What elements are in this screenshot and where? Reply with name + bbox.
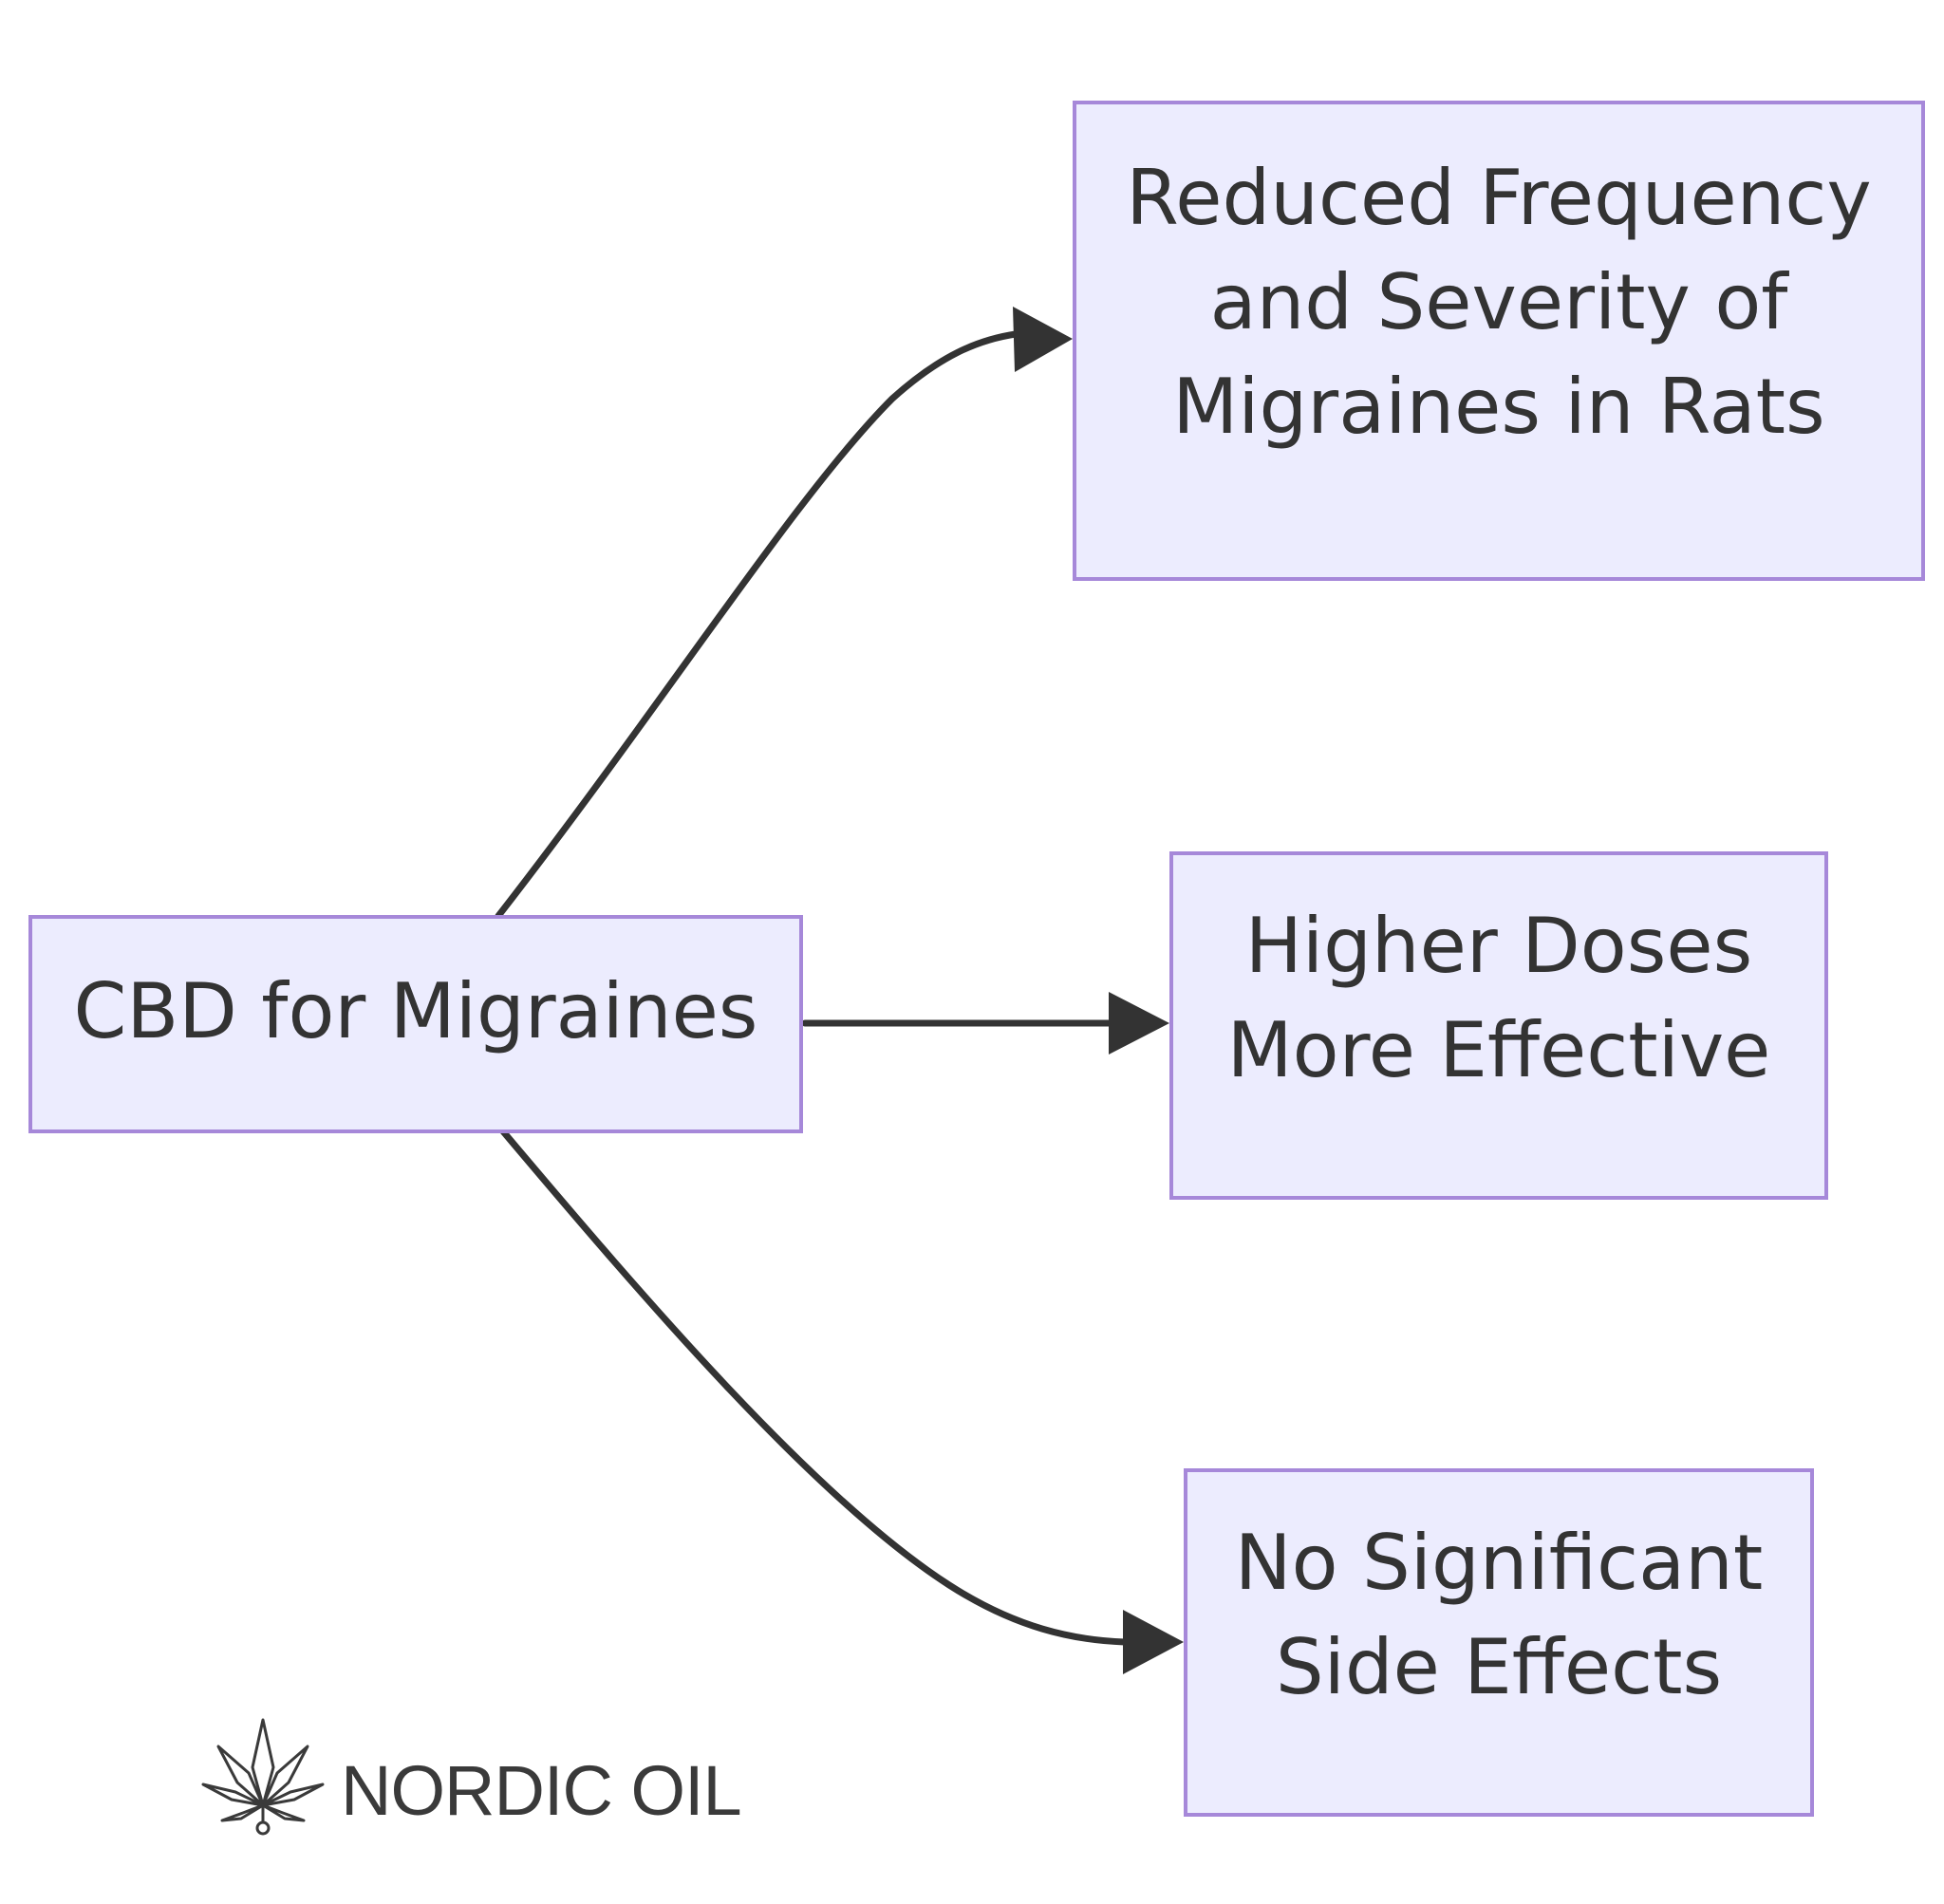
node-reduced-line-3: Migraines in Rats: [1172, 363, 1824, 451]
node-label-cbd: CBD for Migraines: [74, 967, 758, 1055]
arrowhead-doses: [1109, 992, 1169, 1055]
node-side-line-1: No Significant: [1235, 1519, 1763, 1607]
node-cbd-for-migraines: CBD for Migraines: [28, 915, 803, 1133]
node-no-side-effects: No Significant Side Effects: [1184, 1468, 1814, 1817]
edge-cbd-to-reduced: [495, 330, 1019, 920]
brand-logo: NORDIC OIL: [201, 1718, 742, 1836]
node-higher-doses: Higher Doses More Effective: [1169, 851, 1828, 1200]
node-reduced-line-1: Reduced Frequency: [1126, 154, 1871, 242]
node-side-line-2: Side Effects: [1276, 1623, 1722, 1711]
node-reduced-line-2: and Severity of: [1210, 258, 1790, 346]
node-reduced-frequency: Reduced Frequency and Severity of Migrai…: [1073, 101, 1925, 581]
node-doses-line-2: More Effective: [1227, 1006, 1771, 1094]
arrowhead-side-effects: [1123, 1610, 1184, 1674]
edges: [495, 307, 1184, 1674]
node-doses-line-1: Higher Doses: [1245, 902, 1753, 990]
edge-cbd-to-side-effects: [499, 1128, 1129, 1646]
brand-name: NORDIC OIL: [341, 1751, 741, 1830]
cannabis-leaf-icon: [201, 1718, 325, 1836]
arrowhead-reduced: [1013, 307, 1073, 372]
